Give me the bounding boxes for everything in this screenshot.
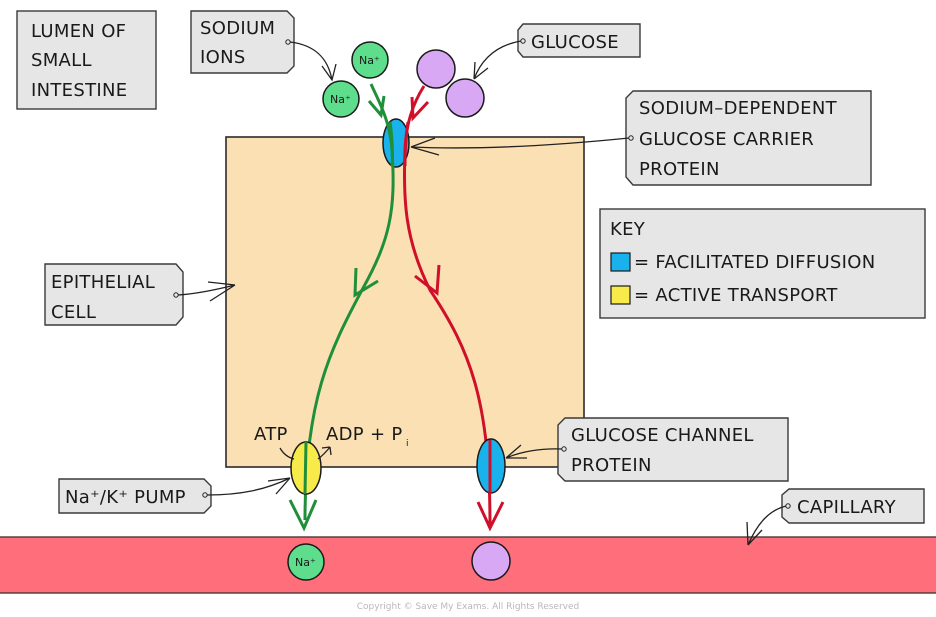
- sglt-pointer: [410, 137, 630, 156]
- sglt-label-line-3: PROTEIN: [639, 159, 720, 180]
- sodium-ion-capillary: Na⁺: [287, 543, 325, 581]
- sodium-ions-label-line-2: IONS: [200, 47, 246, 68]
- lumen-label-line-2: SMALL: [31, 50, 92, 71]
- key-swatch-active: [610, 285, 631, 305]
- glucose-molecule-lumen-2: [445, 78, 485, 118]
- lumen-label-line-1: LUMEN OF: [31, 21, 126, 42]
- epithelial-pointer: [177, 281, 236, 302]
- sodium-ion-lumen-2: Na⁺: [322, 80, 360, 118]
- pump-overlay-green: [303, 441, 308, 495]
- glucose-channel-label-line-2: PROTEIN: [571, 455, 652, 476]
- capillary-pointer: [746, 505, 787, 546]
- pump-label: Na⁺/K⁺ PUMP: [58, 478, 212, 514]
- lumen-label: LUMEN OF SMALL INTESTINE: [16, 10, 157, 110]
- epithelial-label-line-2: CELL: [51, 302, 96, 323]
- sglt-label: SODIUM–DEPENDENT GLUCOSE CARRIER PROTEIN: [625, 90, 872, 186]
- sglt-label-line-1: SODIUM–DEPENDENT: [639, 98, 838, 119]
- sodium-path-arrowhead-mid: [353, 267, 379, 298]
- key-box: KEY = FACILITATED DIFFUSION = ACTIVE TRA…: [599, 208, 926, 319]
- atp-label: ATP: [254, 424, 288, 445]
- pump-label-text: Na⁺/K⁺ PUMP: [65, 487, 186, 508]
- lumen-label-line-3: INTESTINE: [31, 80, 127, 101]
- carrier-overlay-green: [388, 121, 394, 167]
- glucose-channel-pointer: [505, 444, 563, 459]
- sodium-path: [303, 83, 395, 521]
- sodium-ion-symbol: Na⁺: [295, 556, 316, 569]
- capillary-label: CAPILLARY: [781, 488, 925, 524]
- pump-pointer: [206, 477, 291, 496]
- sodium-ion-symbol: Na⁺: [330, 93, 351, 106]
- key-swatch-facilitated: [610, 252, 631, 272]
- glucose-label-text: GLUCOSE: [531, 32, 619, 53]
- glucose-path-arrowhead-mid: [414, 264, 441, 296]
- key-item-facilitated: = FACILITATED DIFFUSION: [634, 252, 876, 273]
- epithelial-label-line-1: EPITHELIAL: [51, 272, 155, 293]
- atp-arrow: [279, 447, 295, 460]
- sodium-ions-label-line-1: SODIUM: [200, 18, 275, 39]
- carrier-overlay-red: [403, 121, 410, 167]
- sodium-ions-pointer: [289, 41, 337, 82]
- glucose-channel-label-line-1: GLUCOSE CHANNEL: [571, 425, 754, 446]
- sodium-path-arrowhead-top: [367, 95, 386, 119]
- sglt-label-line-2: GLUCOSE CARRIER: [639, 129, 814, 150]
- capillary-label-text: CAPILLARY: [797, 497, 897, 518]
- copyright-text: Copyright © Save My Exams. All Rights Re…: [357, 602, 579, 612]
- sodium-ion-lumen-1: Na⁺: [351, 41, 389, 79]
- glucose-molecule-capillary: [471, 541, 511, 581]
- glucose-path-arrowhead-top: [410, 96, 430, 122]
- key-title: KEY: [610, 219, 646, 240]
- sodium-ions-label: SODIUM IONS: [190, 10, 295, 74]
- adp-arrow: [317, 446, 332, 460]
- sodium-path-arrowhead-bottom: [288, 499, 318, 532]
- glucose-pointer: [473, 40, 522, 80]
- adp-label: ADP + P: [326, 424, 403, 445]
- sodium-ion-symbol: Na⁺: [359, 54, 380, 67]
- key-item-active: = ACTIVE TRANSPORT: [634, 285, 838, 306]
- capillary: [0, 536, 936, 594]
- glucose-channel-label: GLUCOSE CHANNEL PROTEIN: [557, 417, 789, 482]
- glucose-label: GLUCOSE: [517, 23, 641, 58]
- glucose-path-arrowhead-bottom: [476, 501, 505, 532]
- glucose-molecule-lumen-1: [416, 49, 456, 89]
- epithelial-label: EPITHELIAL CELL: [44, 263, 184, 326]
- adp-subscript: i: [406, 439, 409, 449]
